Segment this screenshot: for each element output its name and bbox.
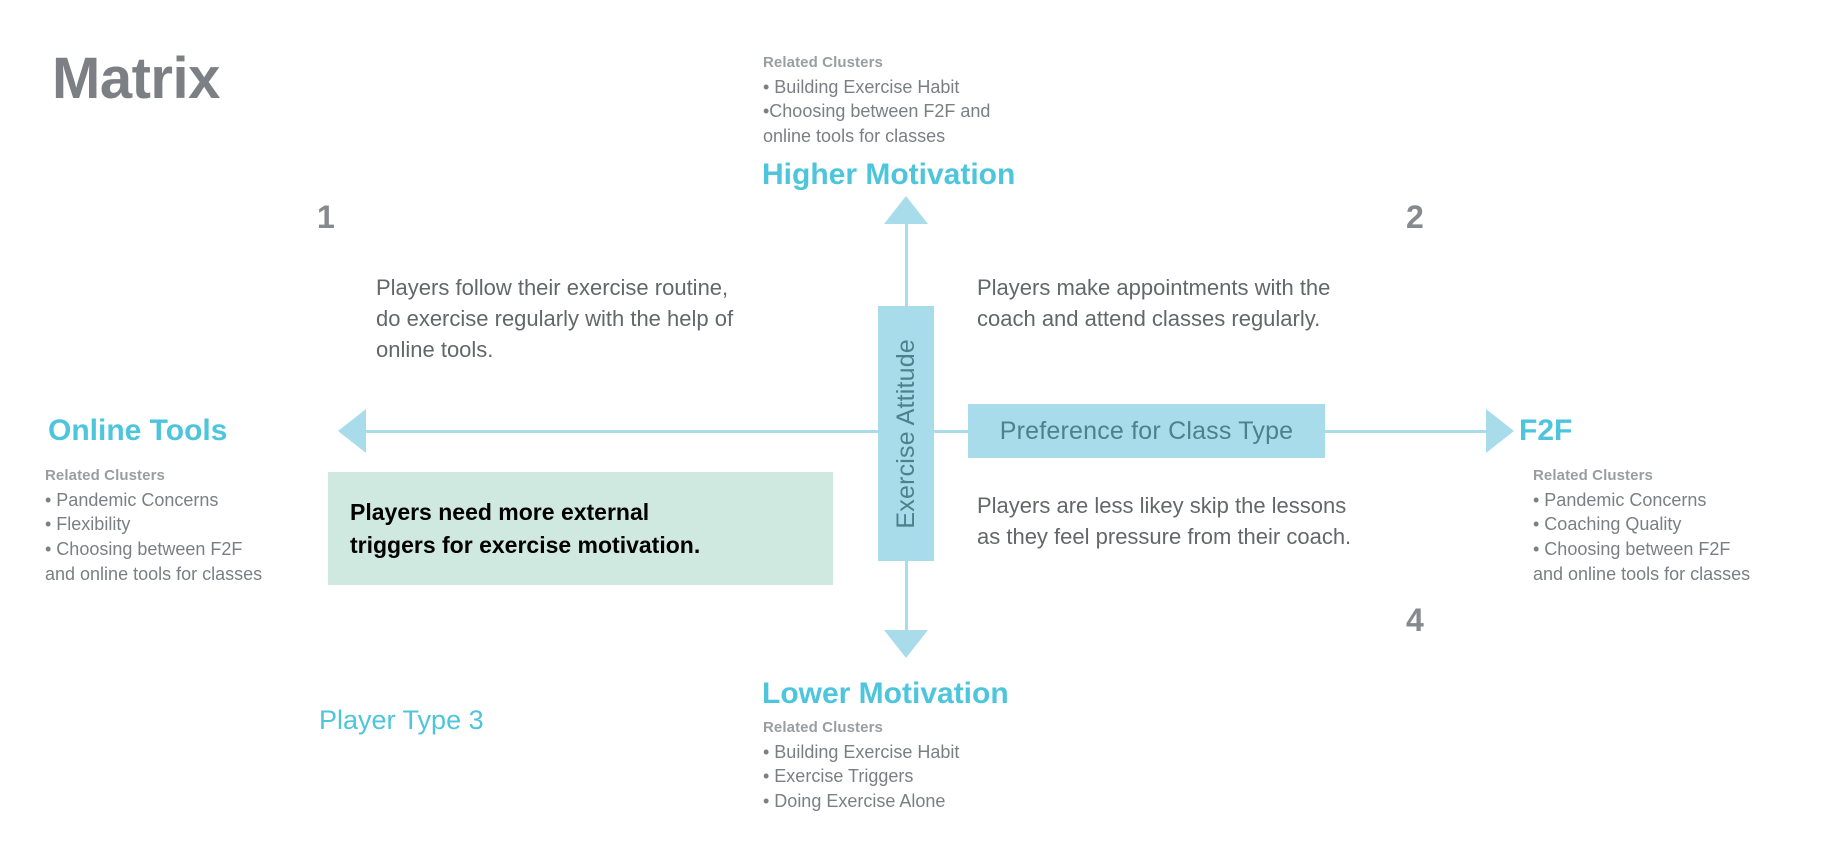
quadrant-number-1: 1 (317, 199, 335, 235)
cluster-item: • Exercise Triggers (763, 766, 914, 787)
pole-label-f2f: F2F (1519, 414, 1573, 447)
arrow-left-icon (338, 409, 366, 453)
arrow-up-icon (884, 196, 928, 224)
cluster-item: and online tools for classes (45, 563, 263, 584)
cluster-item: online tools for classes (763, 125, 946, 146)
cluster-item: and online tools for classes (1533, 563, 1751, 584)
related-clusters-right: Related Clusters • Pandemic Concerns • C… (1533, 466, 1826, 586)
pole-label-higher-motivation: Higher Motivation (762, 158, 1016, 191)
pole-label-online-tools: Online Tools (48, 414, 228, 447)
related-clusters-heading: Related Clusters (763, 54, 883, 71)
quadrant-text-2: Players make appointments with the coach… (977, 275, 1331, 332)
horizontal-axis-label-chip: Preference for Class Type (968, 404, 1325, 458)
vertical-axis-label: Exercise Attitude (891, 338, 920, 529)
related-clusters-top: Related Clusters • Building Exercise Hab… (763, 53, 1063, 149)
quadrant-number-4: 4 (1406, 602, 1424, 638)
related-clusters-bottom: Related Clusters • Building Exercise Hab… (763, 718, 1063, 814)
cluster-item: • Flexibility (45, 514, 131, 535)
cluster-item: • Building Exercise Habit (763, 741, 960, 762)
callout-text: Players need more external triggers for … (350, 499, 701, 558)
quadrant-number-2: 2 (1406, 199, 1424, 235)
player-type-label: Player Type 3 (319, 705, 484, 735)
quadrant-text-4: Players are less likey skip the lessons … (977, 493, 1352, 550)
related-clusters-heading: Related Clusters (45, 467, 165, 484)
cluster-item: • Coaching Quality (1533, 514, 1682, 535)
related-clusters-left: Related Clusters • Pandemic Concerns • F… (45, 466, 345, 586)
cluster-item: • Doing Exercise Alone (763, 790, 946, 811)
cluster-item: • Building Exercise Habit (763, 76, 960, 97)
callout-box: Players need more external triggers for … (328, 472, 833, 585)
pole-label-lower-motivation: Lower Motivation (762, 677, 1009, 710)
page-title: Matrix (52, 46, 220, 111)
arrow-down-icon (884, 630, 928, 658)
cluster-item: • Pandemic Concerns (45, 489, 219, 510)
quadrant-text-1: Players follow their exercise routine, d… (376, 275, 734, 363)
cluster-item: • Pandemic Concerns (1533, 489, 1707, 510)
cluster-item: • Choosing between F2F (1533, 538, 1731, 559)
horizontal-axis-label: Preference for Class Type (999, 416, 1294, 445)
arrow-right-icon (1486, 409, 1514, 453)
related-clusters-heading: Related Clusters (763, 719, 883, 736)
cluster-item: •Choosing between F2F and (763, 101, 991, 122)
vertical-axis-label-chip: Exercise Attitude (878, 306, 934, 561)
cluster-item: • Choosing between F2F (45, 538, 243, 559)
related-clusters-heading: Related Clusters (1533, 467, 1653, 484)
